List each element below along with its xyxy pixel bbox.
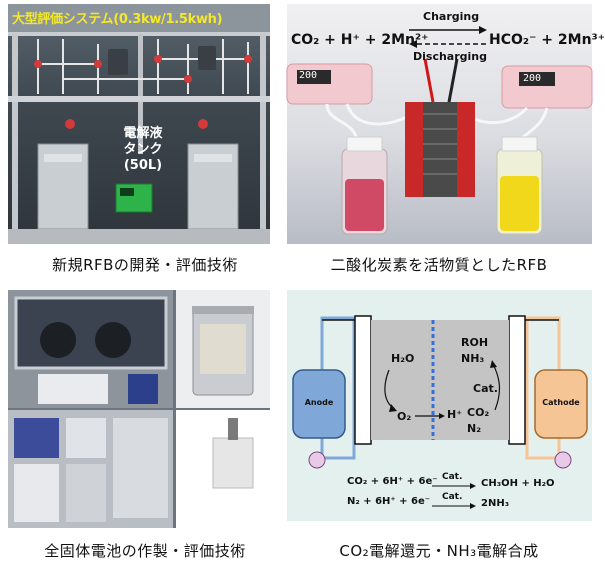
cathode-label: Cathode [542, 398, 580, 407]
caption-solid-state-battery: 全固体電池の作製・評価技術 [44, 542, 246, 560]
equation-left: CO₂ + H⁺ + 2Mn²⁺ [291, 32, 429, 48]
tank-label-line-3: (50L) [123, 158, 163, 173]
reaction1-products: CH₃OH + H₂O [481, 478, 555, 489]
caption-co2-rfb: 二酸化炭素を活物質としたRFB [330, 256, 548, 274]
roh-label: ROH [461, 336, 489, 349]
lab-apparatus-illustration [8, 4, 270, 244]
electrolysis-cell-diagram [292, 315, 588, 509]
pump-display-right: 200 [523, 73, 542, 84]
glovebox-illustration [8, 290, 270, 528]
reaction2-catalyst: Cat. [442, 492, 463, 502]
photo-co2-rfb: CO₂ + H⁺ + 2Mn²⁺ HCO₂⁻ + 2Mn³⁺ Charging … [286, 4, 605, 244]
reaction1-reactants: CO₂ + 6H⁺ + 6e⁻ [347, 476, 438, 487]
charging-label: Charging [423, 10, 480, 23]
n2-label: N₂ [467, 422, 482, 435]
tank-label-line-1: 電解液 [123, 126, 163, 141]
cat-label: Cat. [473, 382, 498, 395]
anode-label: Anode [304, 398, 334, 407]
photo-solid-state-battery [8, 290, 270, 528]
discharging-label: Discharging [413, 50, 487, 63]
system-title: 大型評価システム(0.3kw/1.5kwh) [12, 12, 223, 27]
rfb-cell-illustration [286, 26, 593, 235]
nh3-label: NH₃ [461, 352, 485, 365]
o2-label: O₂ [397, 410, 412, 423]
co2-label: CO₂ [467, 406, 490, 419]
reaction1-catalyst: Cat. [442, 472, 463, 482]
pump-display-left: 200 [299, 70, 318, 81]
caption-co2-nh3-electrolysis: CO₂電解還元・NH₃電解合成 [339, 542, 539, 560]
electrolyte-tank-label: 電解液 タンク (50L) [108, 126, 178, 174]
h2o-label: H₂O [391, 352, 415, 365]
h-plus-label: H⁺ [447, 408, 463, 421]
tank-label-line-2: タンク [123, 142, 163, 157]
equation-right: HCO₂⁻ + 2Mn³⁺ [489, 32, 605, 48]
reaction2-reactants: N₂ + 6H⁺ + 6e⁻ [347, 496, 431, 507]
reaction2-products: 2NH₃ [481, 498, 510, 509]
caption-rfb-development: 新規RFBの開発・評価技術 [52, 256, 238, 274]
photo-large-evaluation-system: 大型評価システム(0.3kw/1.5kwh) 電解液 タンク (50L) [8, 4, 270, 244]
diagram-co2-nh3-electrolysis: Anode Cathode H₂O O₂ H⁺ ROH NH₃ Cat. CO₂… [287, 290, 592, 521]
